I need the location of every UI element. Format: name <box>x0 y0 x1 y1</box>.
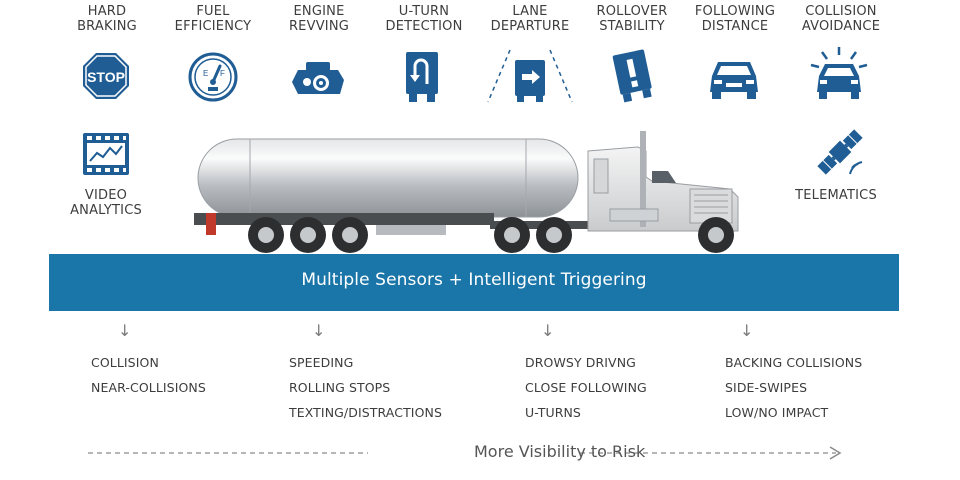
satellite-icon <box>812 124 868 180</box>
risk-column: SPEEDING ROLLING STOPS TEXTING/DISTRACTI… <box>289 350 442 425</box>
feature-label: U-TURN DETECTION <box>385 4 463 34</box>
feature-lane-departure: LANE DEPARTURE <box>475 4 585 34</box>
risk-item: SIDE-SWIPES <box>725 380 808 395</box>
risk-item: COLLISION <box>91 355 159 370</box>
feature-fuel-efficiency: FUEL EFFICIENCY <box>158 4 268 34</box>
risk-column: DROWSY DRIVNG CLOSE FOLLOWING U-TURNS <box>525 350 647 425</box>
feature-label: VIDEO ANALYTICS <box>70 188 142 218</box>
risk-item: DROWSY DRIVNG <box>525 355 636 370</box>
risk-column: BACKING COLLISIONS SIDE-SWIPES LOW/NO IM… <box>725 350 862 425</box>
risk-column: COLLISION NEAR-COLLISIONS <box>91 350 206 400</box>
down-arrow-icon: ↓ <box>740 321 754 340</box>
feature-engine-revving: ENGINE REVVING <box>264 4 374 34</box>
down-arrow-icon: ↓ <box>541 321 555 340</box>
feature-following-distance: FOLLOWING DISTANCE <box>680 4 790 34</box>
feature-label: COLLISION AVOIDANCE <box>801 4 881 34</box>
feature-label: FOLLOWING DISTANCE <box>694 4 776 34</box>
down-arrow-icon: ↓ <box>312 321 326 340</box>
risk-item: TEXTING/DISTRACTIONS <box>289 405 443 420</box>
feature-collision-avoidance: COLLISION AVOIDANCE <box>786 4 896 34</box>
video-chart-icon <box>82 132 130 176</box>
risk-item: SPEEDING <box>289 355 354 370</box>
risk-item: NEAR-COLLISIONS <box>91 380 206 395</box>
down-arrow-icon: ↓ <box>118 321 132 340</box>
feature-video-analytics: VIDEO ANALYTICS <box>51 188 161 218</box>
feature-telematics: TELEMATICS <box>781 188 891 203</box>
feature-hard-braking: HARD BRAKING <box>52 4 162 34</box>
tanker-truck-illustration <box>190 125 750 260</box>
svg-text:STOP: STOP <box>87 69 125 85</box>
sensors-banner: Multiple Sensors + Intelligent Triggerin… <box>49 254 899 311</box>
risk-item: LOW/NO IMPACT <box>725 405 829 420</box>
feature-label: ROLLOVER STABILITY <box>596 4 668 34</box>
stop-sign-icon: STOP <box>82 52 130 100</box>
fuel-gauge-icon: E F <box>188 52 238 102</box>
svg-text:F: F <box>220 69 225 78</box>
risk-item: BACKING COLLISIONS <box>725 355 863 370</box>
dashed-arrow-icon <box>88 446 842 460</box>
car-icon <box>708 58 760 100</box>
collision-car-icon <box>808 46 870 104</box>
banner-text: Multiple Sensors + Intelligent Triggerin… <box>301 270 647 290</box>
engine-icon <box>290 56 346 100</box>
risk-item: U-TURNS <box>525 405 581 420</box>
lane-departure-icon <box>486 48 574 104</box>
risk-item: ROLLING STOPS <box>289 380 391 395</box>
feature-label: LANE DEPARTURE <box>490 4 570 34</box>
risk-item: CLOSE FOLLOWING <box>525 380 647 395</box>
feature-u-turn-detection: U-TURN DETECTION <box>369 4 479 34</box>
feature-label: HARD BRAKING <box>77 4 137 34</box>
u-turn-truck-icon <box>404 50 440 104</box>
feature-rollover-stability: ROLLOVER STABILITY <box>577 4 687 34</box>
svg-text:E: E <box>203 69 208 78</box>
feature-label: FUEL EFFICIENCY <box>174 4 252 34</box>
feature-label: ENGINE REVVING <box>288 4 350 34</box>
rollover-truck-icon <box>610 48 656 104</box>
visibility-text: More Visibility to Risk <box>474 442 646 461</box>
feature-label: TELEMATICS <box>795 188 877 203</box>
visibility-arrow: More Visibility to Risk <box>88 440 848 466</box>
